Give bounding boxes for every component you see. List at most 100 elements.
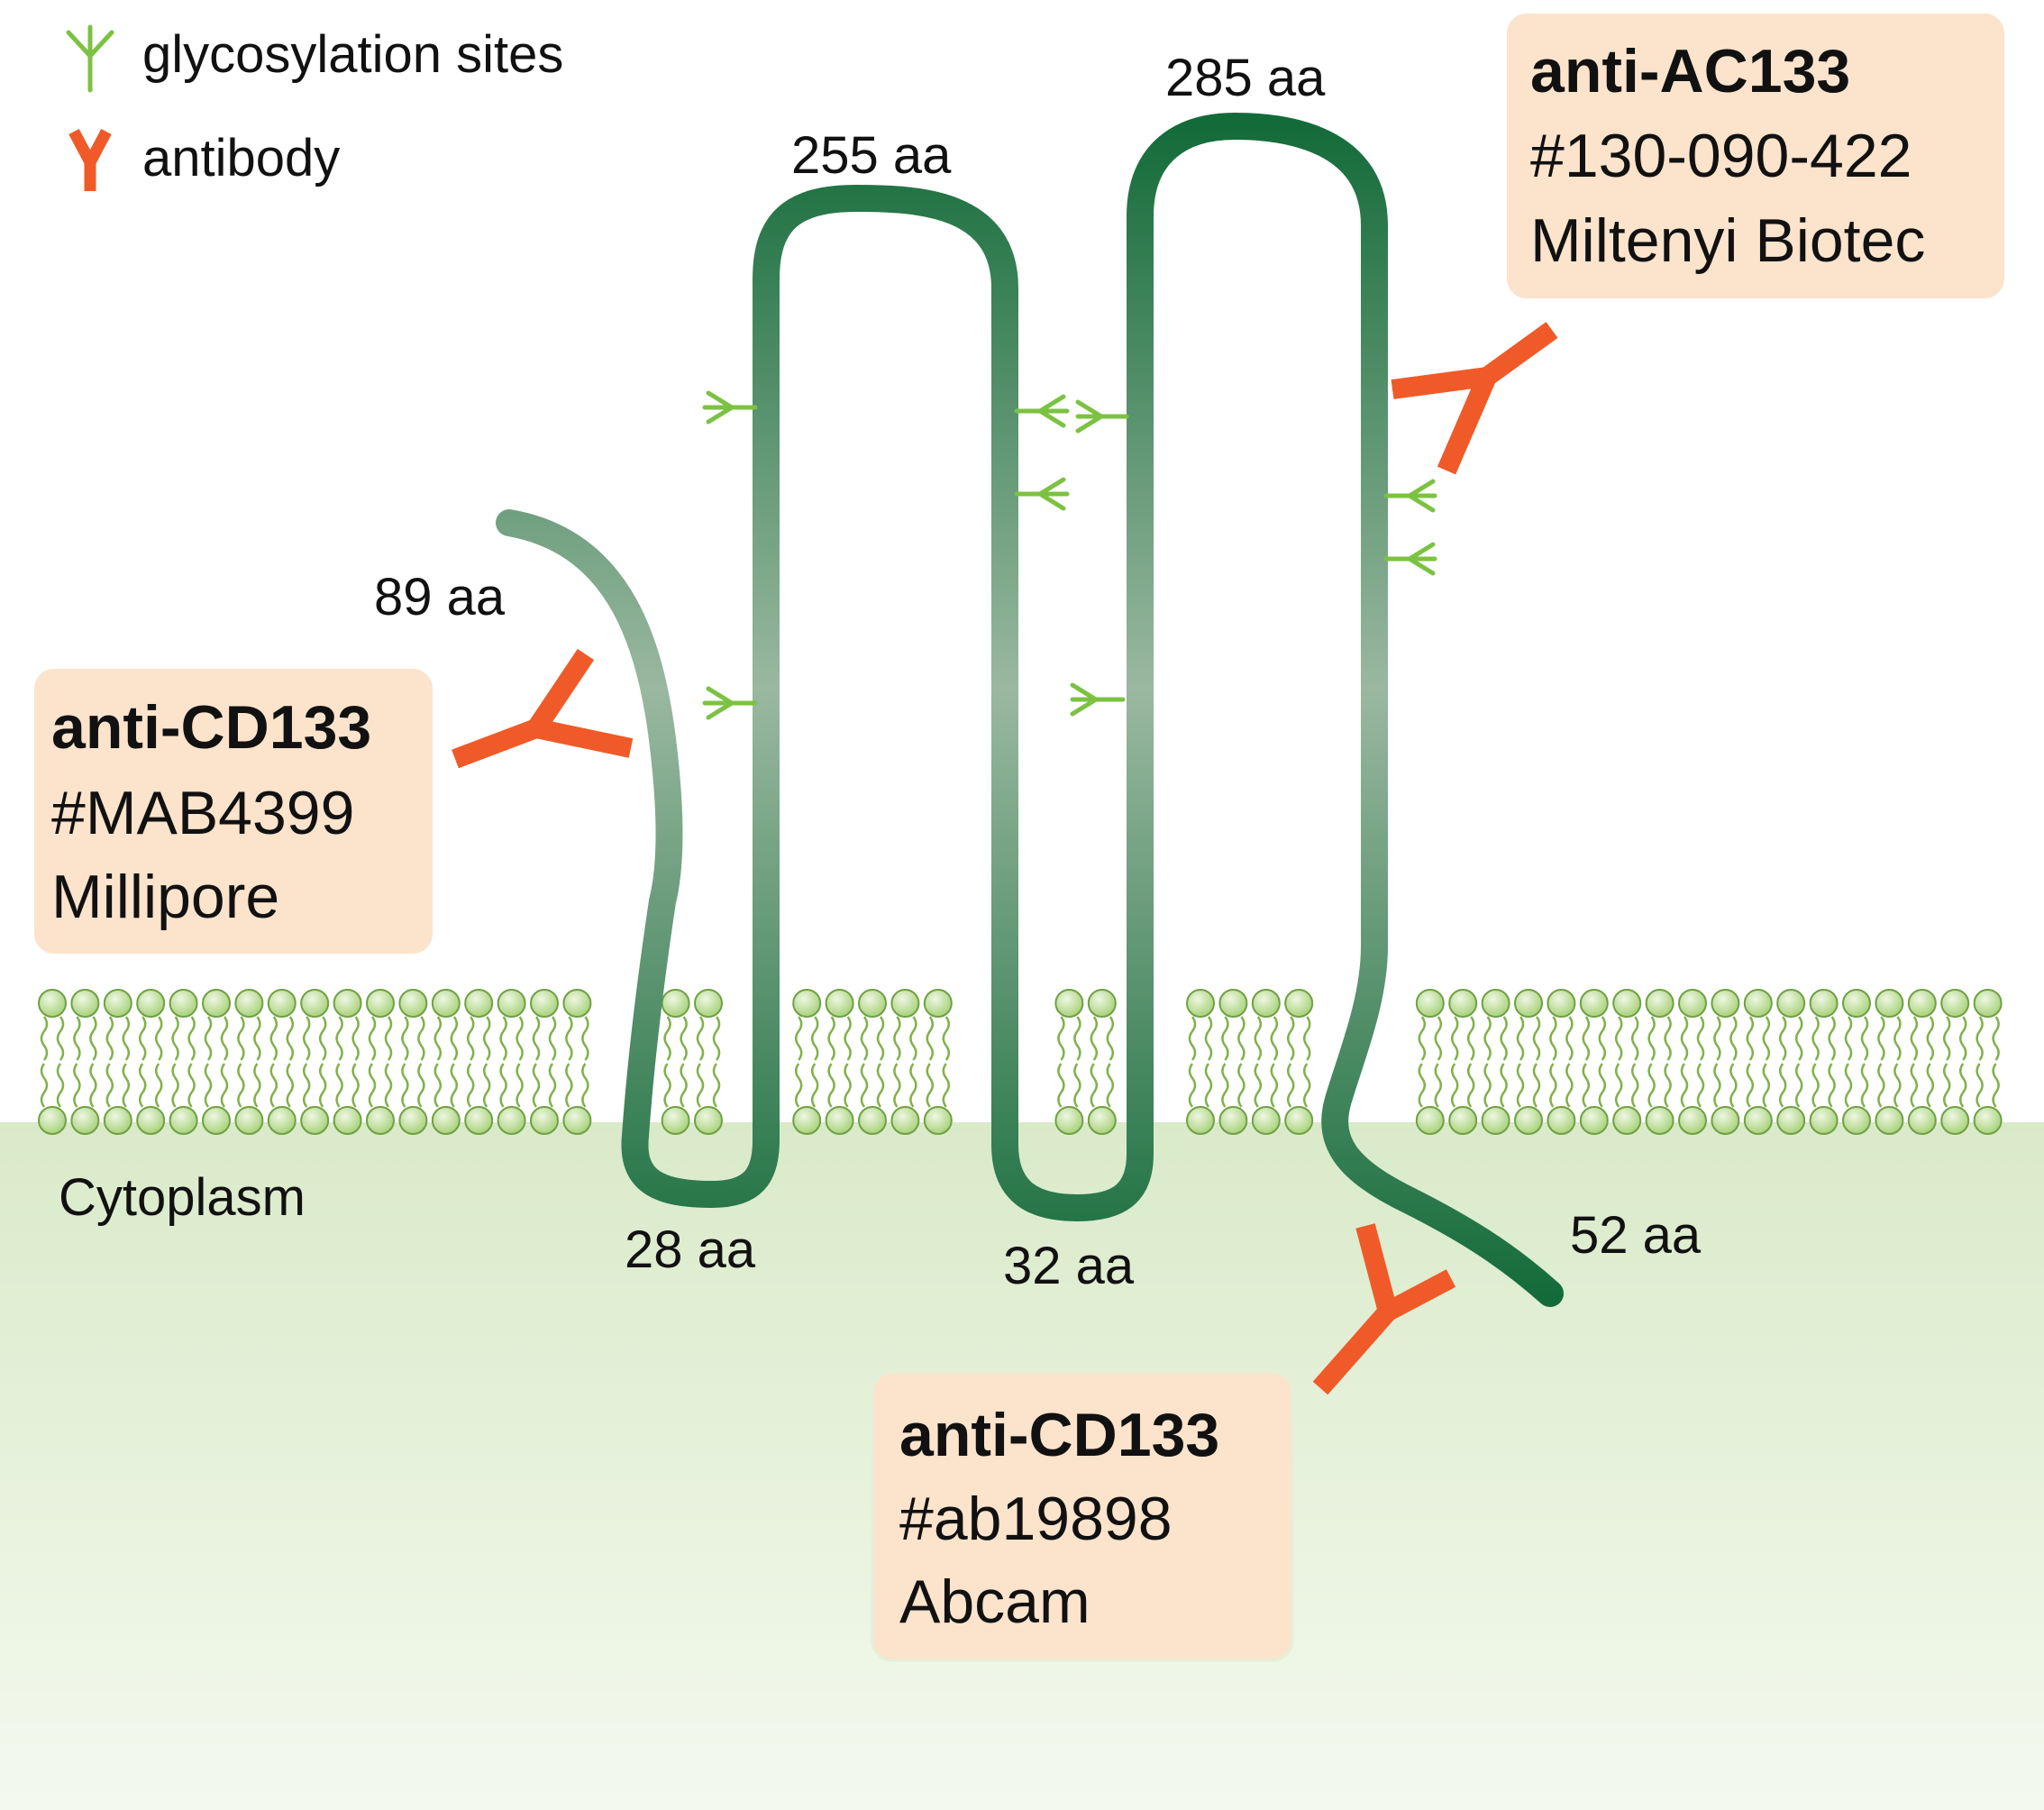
lipid-head xyxy=(1547,1106,1576,1135)
glycosylation-icon xyxy=(1014,477,1070,511)
legend: glycosylation sites antibody xyxy=(66,24,563,191)
lipid-head xyxy=(1448,1106,1478,1135)
lipid-head xyxy=(1218,989,1248,1018)
glycosylation-icon xyxy=(66,24,114,93)
legend-antibody-label: antibody xyxy=(142,129,340,187)
lipid-head xyxy=(694,1106,723,1135)
lipid-head xyxy=(398,989,428,1018)
lipid-head xyxy=(661,989,690,1018)
lipid-tail xyxy=(1598,1016,1607,1108)
lipid-head xyxy=(792,989,822,1018)
box-left-vendor: Millipore xyxy=(51,863,279,931)
lipid-head xyxy=(136,989,166,1018)
lipid-head xyxy=(1186,1106,1215,1135)
lipid-head xyxy=(1809,989,1839,1018)
lipid-tail xyxy=(1877,1016,1885,1108)
lipid-tail xyxy=(269,1016,278,1108)
lipid-tail xyxy=(73,1016,81,1108)
antibody-icon xyxy=(452,648,634,769)
lipid-tail xyxy=(1500,1016,1508,1108)
box-right-vendor: Miltenyi Biotec xyxy=(1530,206,1925,275)
box-bottom-catalog: #ab19898 xyxy=(899,1485,1173,1553)
lipid-tail xyxy=(1418,1016,1427,1108)
lipid-tail xyxy=(1434,1016,1443,1108)
lipid-tail xyxy=(1057,1016,1065,1108)
lipid-head xyxy=(1481,1106,1510,1135)
lipid-head xyxy=(1940,989,1970,1018)
lipid-tail xyxy=(1286,1016,1295,1108)
lipid-tail xyxy=(942,1016,951,1108)
lipid-tail xyxy=(909,1016,917,1108)
lipid-head xyxy=(497,989,526,1018)
lipid-head xyxy=(1612,1106,1642,1135)
lipid-tail xyxy=(1565,1016,1574,1108)
lipid-head xyxy=(1087,989,1117,1018)
lipid-head xyxy=(1875,989,1904,1018)
lipid-tail xyxy=(1090,1016,1099,1108)
lipid-tail xyxy=(1302,1016,1311,1108)
lipid-head xyxy=(1743,1106,1773,1135)
lipid-tail xyxy=(1746,1016,1755,1108)
antibody-box-right: anti-AC133 #130-090-422 Miltenyi Biotec xyxy=(1507,14,2004,298)
glycosylation-sites xyxy=(702,390,1437,720)
lipid-head xyxy=(431,989,461,1018)
lipid-tail xyxy=(1794,1016,1803,1108)
lipid-head xyxy=(1678,989,1707,1018)
lipid-tail xyxy=(1204,1016,1213,1108)
lipid-head xyxy=(398,1106,428,1135)
lipid-tail xyxy=(1549,1016,1557,1108)
lipid-head xyxy=(1842,989,1871,1018)
lipid-head xyxy=(825,1106,854,1135)
lipid-head xyxy=(890,1106,920,1135)
lipid-tail xyxy=(1713,1016,1721,1108)
lipid-tail xyxy=(712,1016,721,1108)
lipid-tail xyxy=(1532,1016,1541,1108)
box-bottom-vendor: Abcam xyxy=(899,1568,1090,1636)
lipid-head xyxy=(202,989,231,1018)
box-bottom-title: anti-CD133 xyxy=(899,1401,1219,1469)
lipid-tail xyxy=(1958,1016,1967,1108)
lipid-tail xyxy=(794,1016,803,1108)
lipid-head xyxy=(1087,1106,1117,1135)
lipid-tail xyxy=(286,1016,295,1108)
lipid-tail xyxy=(433,1016,443,1108)
lipid-head xyxy=(1579,1106,1609,1135)
lipid-head xyxy=(169,1106,198,1135)
lipid-head xyxy=(1284,989,1314,1018)
lipid-tail xyxy=(318,1016,327,1108)
lipid-head xyxy=(1940,1106,1970,1135)
lipid-tail xyxy=(1450,1016,1459,1108)
lipid-head xyxy=(562,1106,592,1135)
lipid-head xyxy=(1776,1106,1806,1135)
lipid-tail xyxy=(1582,1016,1591,1108)
lipid-tail xyxy=(351,1016,360,1108)
lipid-head xyxy=(825,989,854,1018)
lipid-head xyxy=(267,1106,297,1135)
lipid-head xyxy=(1776,989,1806,1018)
lipid-tail xyxy=(40,1016,49,1108)
lipid-tail xyxy=(860,1016,869,1108)
lipid-head xyxy=(1645,989,1674,1018)
lipid-tail xyxy=(122,1016,131,1108)
lipid-tail xyxy=(1942,1016,1951,1108)
glycosylation-icon xyxy=(1075,399,1129,434)
lipid-head xyxy=(562,989,592,1018)
lipid-tail xyxy=(1680,1016,1689,1108)
glycosylation-icon xyxy=(1014,394,1070,428)
lipid-tail xyxy=(1762,1016,1771,1108)
lipid-head xyxy=(464,1106,494,1135)
antibody-box-left: anti-CD133 #MAB4399 Millipore xyxy=(34,669,433,954)
antibodies xyxy=(452,322,1558,1395)
lipid-tail xyxy=(1073,1016,1081,1108)
lipid-tail xyxy=(56,1016,65,1108)
segment-label-intra2: 32 aa xyxy=(1003,1237,1135,1295)
lipid-tail xyxy=(171,1016,179,1108)
lipid-tail xyxy=(926,1016,935,1108)
segment-label-loop2: 285 aa xyxy=(1165,49,1326,107)
lipid-head xyxy=(1481,989,1510,1018)
lipid-head xyxy=(1579,989,1609,1018)
lipid-head xyxy=(923,989,953,1018)
lipid-head xyxy=(234,989,264,1018)
lipid-head xyxy=(1711,989,1740,1018)
antibody-icon xyxy=(1391,322,1558,475)
